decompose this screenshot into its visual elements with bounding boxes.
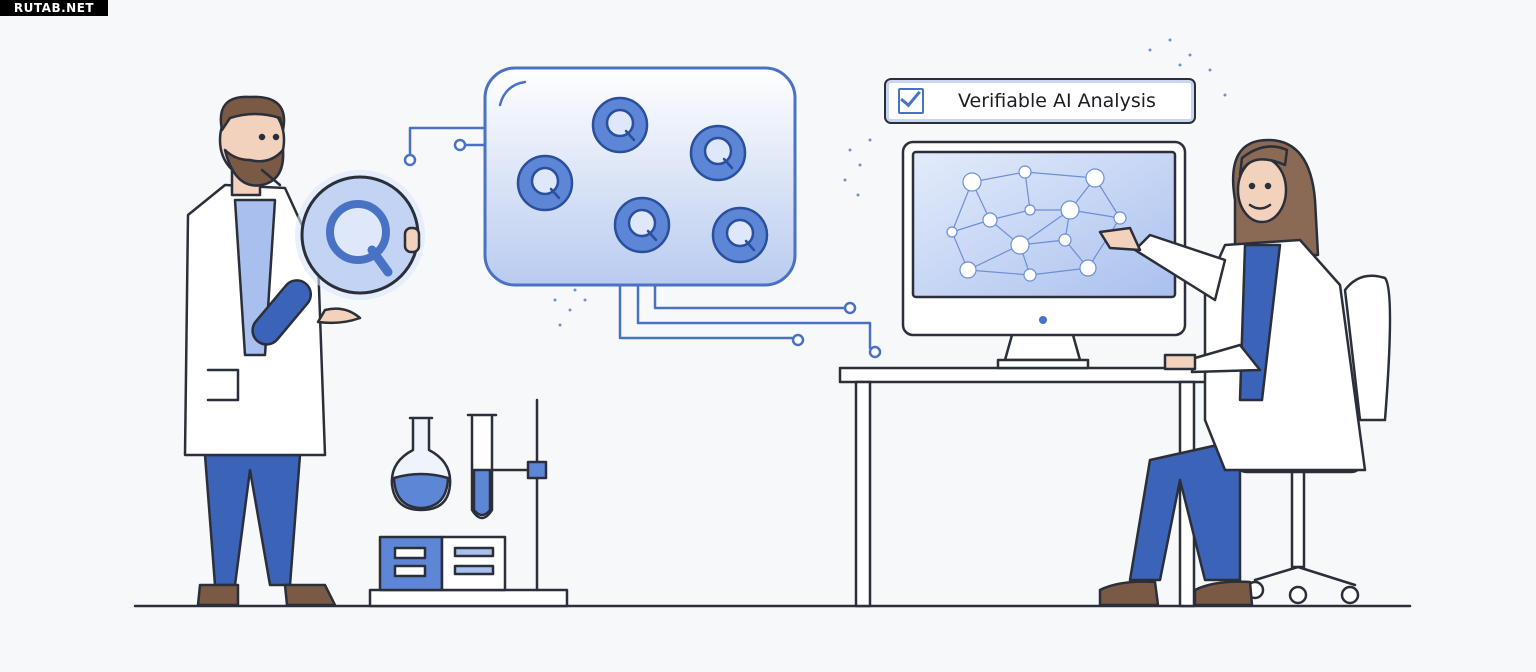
- checkbox-checked-icon: [898, 88, 924, 114]
- network-graph: [946, 165, 1127, 282]
- lab-equipment: [368, 398, 569, 608]
- monitor: [901, 140, 1187, 370]
- data-panel: [483, 66, 797, 287]
- q-icon: [711, 206, 769, 264]
- q-icon: [591, 96, 649, 154]
- verifiable-ai-label: Verifiable AI Analysis: [884, 78, 1196, 124]
- watermark: RUTAB.NET: [0, 0, 108, 16]
- male-scientist: [183, 95, 425, 607]
- q-icons: [516, 96, 769, 264]
- decorative-dots: [553, 38, 1227, 327]
- q-icon: [613, 196, 671, 254]
- q-icon: [516, 154, 574, 212]
- q-icon: [689, 124, 747, 182]
- female-scientist: [1098, 138, 1367, 607]
- circuit-lines: [403, 126, 882, 359]
- magnifier-icon: [251, 170, 425, 346]
- label-text: Verifiable AI Analysis: [958, 90, 1156, 112]
